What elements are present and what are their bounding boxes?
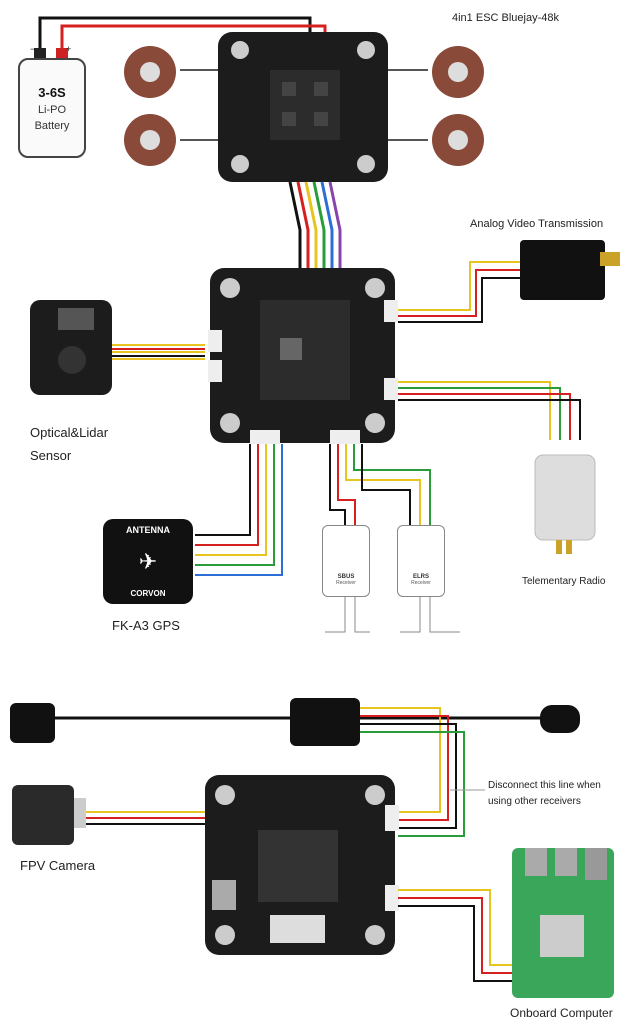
motor-top-right [388,46,484,98]
motor-bottom-left [124,114,218,166]
battery-positive-label: + [66,44,72,54]
gps-module: ANTENNA ✈ CORVON [103,519,193,604]
disconnect-note-1: Disconnect this line when [488,780,601,791]
motor-bottom-right [388,114,484,166]
telemetry-label: Telementary Radio [522,576,606,587]
receiver-wires [329,444,431,525]
optical-label: Optical&Lidar [30,425,109,440]
esc-label: 4in1 ESC Bluejay-48k [452,12,560,24]
battery-pos-terminal [56,48,68,58]
disconnect-note-2: using other receivers [488,796,581,807]
vtx-label: Analog Video Transmission [470,218,604,230]
motor-top-left [124,46,218,98]
gps-label: FK-A3 GPS [112,618,180,633]
optical-lidar-sensor [30,300,205,395]
bottom-antenna [10,698,580,837]
sbus-name: SBUS [337,574,355,580]
esc-board [218,32,388,182]
flight-controller-top [208,268,398,444]
optical-label-2: Sensor [30,448,72,463]
battery-positive-lead [60,24,327,58]
battery-voltage: 3-6S [38,84,66,100]
analog-vtx [398,240,620,323]
elrs-name: ELRS [412,574,429,580]
gps-top-text: ANTENNA [126,525,170,535]
sbus-receiver: SBUS Receiver [322,525,370,597]
battery-neg-terminal [34,48,46,58]
fpv-label: FPV Camera [20,858,96,873]
battery: 3-6S Li-PO Battery [18,58,86,158]
gps-bottom-text: CORVON [130,589,166,598]
elrs-sub: Receiver [411,580,431,586]
fpv-camera [12,785,210,845]
onboard-computer [398,848,614,998]
satellite-icon: ✈ [138,549,158,574]
elrs-receiver: ELRS Receiver [397,525,445,597]
battery-negative-label: − [30,44,36,54]
flight-controller-bottom [205,775,399,955]
sbus-sub: Receiver [336,580,356,586]
battery-type-line2: Battery [34,119,70,132]
gps-wires [195,444,283,576]
onboard-label: Onboard Computer [510,1006,613,1020]
battery-type-line1: Li-PO [37,103,67,116]
esc-fc-harness [288,181,342,270]
telemetry-radio [398,381,596,554]
receiver-antennas [325,597,460,633]
